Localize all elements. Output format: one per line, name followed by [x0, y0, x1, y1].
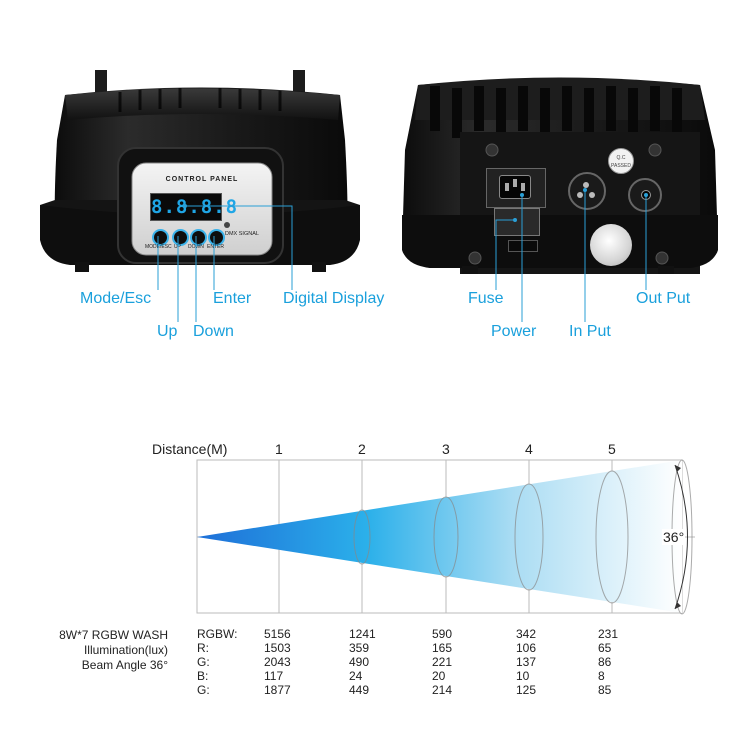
- callout-lines: [157, 188, 648, 322]
- table-cell: 106: [516, 641, 537, 655]
- table-cell: 214: [432, 683, 453, 697]
- table-cell: 221: [432, 655, 453, 669]
- table-cell: 86: [598, 655, 612, 669]
- control-panel-title: CONTROL PANEL: [165, 176, 239, 183]
- table-cell: 2043: [264, 655, 291, 669]
- dmx-signal-label: DMX SIGNAL: [225, 231, 259, 237]
- cooling-fan-sticker: [590, 224, 632, 266]
- table-cell: 24: [349, 669, 363, 683]
- power-socket: [486, 168, 546, 208]
- callout-down: Down: [193, 323, 234, 340]
- table-cell: 1503: [264, 641, 291, 655]
- dmx-signal-led: [224, 222, 230, 228]
- power-switch: [508, 240, 538, 252]
- distance-tick-2: 2: [358, 441, 366, 457]
- qc-passed-sticker: Q.C PASSED: [608, 148, 634, 174]
- table-cell: 10: [516, 669, 530, 683]
- distance-label: Distance(M): [152, 441, 228, 457]
- up-button[interactable]: [172, 229, 189, 246]
- beam-angle-spec: Beam Angle 36°: [81, 658, 168, 672]
- table-cell: 590: [432, 627, 453, 641]
- enter-button[interactable]: [208, 229, 225, 246]
- illumination-label: Illumination(lux): [83, 643, 168, 657]
- table-cell: 1877: [264, 683, 291, 697]
- table-cell: 65: [598, 641, 612, 655]
- beam-angle-label: 36°: [662, 529, 686, 545]
- table-cell: 231: [598, 627, 619, 641]
- up-label: UP: [174, 244, 181, 250]
- callout-mode-esc: Mode/Esc: [80, 290, 152, 307]
- row-label: RGBW:: [197, 627, 238, 641]
- distance-tick-5: 5: [608, 441, 616, 457]
- distance-tick-4: 4: [525, 441, 533, 457]
- table-cell: 165: [432, 641, 453, 655]
- callout-power: Power: [491, 323, 537, 340]
- callout-digital-display: Digital Display: [283, 290, 385, 307]
- table-cell: 117: [264, 669, 284, 683]
- distance-tick-1: 1: [275, 441, 283, 457]
- callout-enter: Enter: [213, 290, 252, 307]
- table-cell: 359: [349, 641, 370, 655]
- table-cell: 1241: [349, 627, 376, 641]
- table-cell: 342: [516, 627, 537, 641]
- down-button[interactable]: [190, 229, 207, 246]
- callout-out-put: Out Put: [636, 290, 691, 307]
- table-cell: 137: [516, 655, 537, 669]
- callout-in-put: In Put: [569, 323, 611, 340]
- table-cell: 85: [598, 683, 612, 697]
- callout-fuse: Fuse: [468, 290, 504, 307]
- table-cell: 490: [349, 655, 370, 669]
- beam-cone: [197, 460, 682, 613]
- dmx-in-connector: [568, 172, 606, 210]
- row-label: G:: [197, 683, 210, 697]
- table-cell: 8: [598, 669, 605, 683]
- distance-tick-3: 3: [442, 441, 450, 457]
- table-cell: 20: [432, 669, 446, 683]
- mode-esc-button[interactable]: [152, 229, 169, 246]
- row-label: G:: [197, 655, 210, 669]
- fuse-holder: [494, 208, 540, 236]
- row-label: B:: [197, 669, 209, 683]
- enter-label: ENTER: [207, 244, 224, 250]
- table-cell: 125: [516, 683, 537, 697]
- product-name: 8W*7 RGBW WASH: [59, 628, 168, 642]
- callout-up: Up: [157, 323, 178, 340]
- table-cell: 449: [349, 683, 370, 697]
- table-cell: 5156: [264, 627, 291, 641]
- row-label: R:: [197, 641, 209, 655]
